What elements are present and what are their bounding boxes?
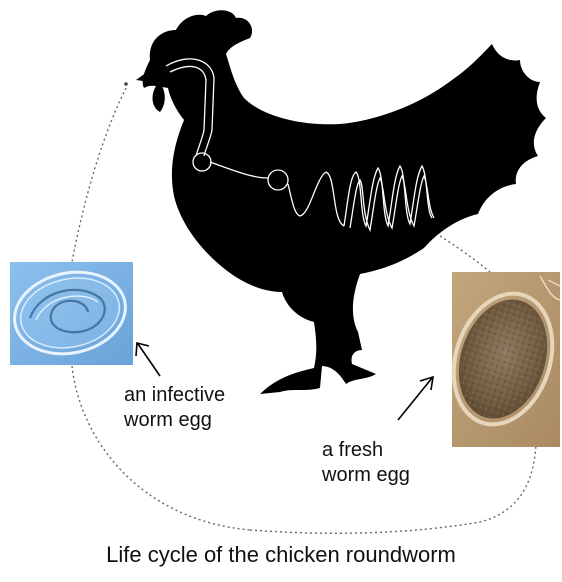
infective-egg-image (7, 262, 133, 365)
cycle-path-right (440, 236, 490, 272)
fresh-egg-label-line-2: worm egg (322, 463, 410, 488)
infective-egg-label-line-1: an infective (124, 383, 225, 408)
chicken-wattle (153, 86, 165, 112)
fresh-egg-arrow (398, 377, 433, 420)
fresh-egg-label: a fresh worm egg (322, 438, 410, 488)
chicken-beak (136, 70, 150, 82)
cycle-path-left (72, 88, 126, 262)
infective-egg-label: an infective worm egg (124, 383, 225, 433)
infective-egg-arrow (136, 343, 160, 376)
cycle-path-start-dot (124, 82, 128, 86)
infective-egg-label-line-2: worm egg (124, 408, 225, 433)
fresh-egg-label-line-1: a fresh (322, 438, 410, 463)
diagram-caption: Life cycle of the chicken roundworm (0, 542, 562, 568)
fresh-egg-image (438, 272, 562, 447)
